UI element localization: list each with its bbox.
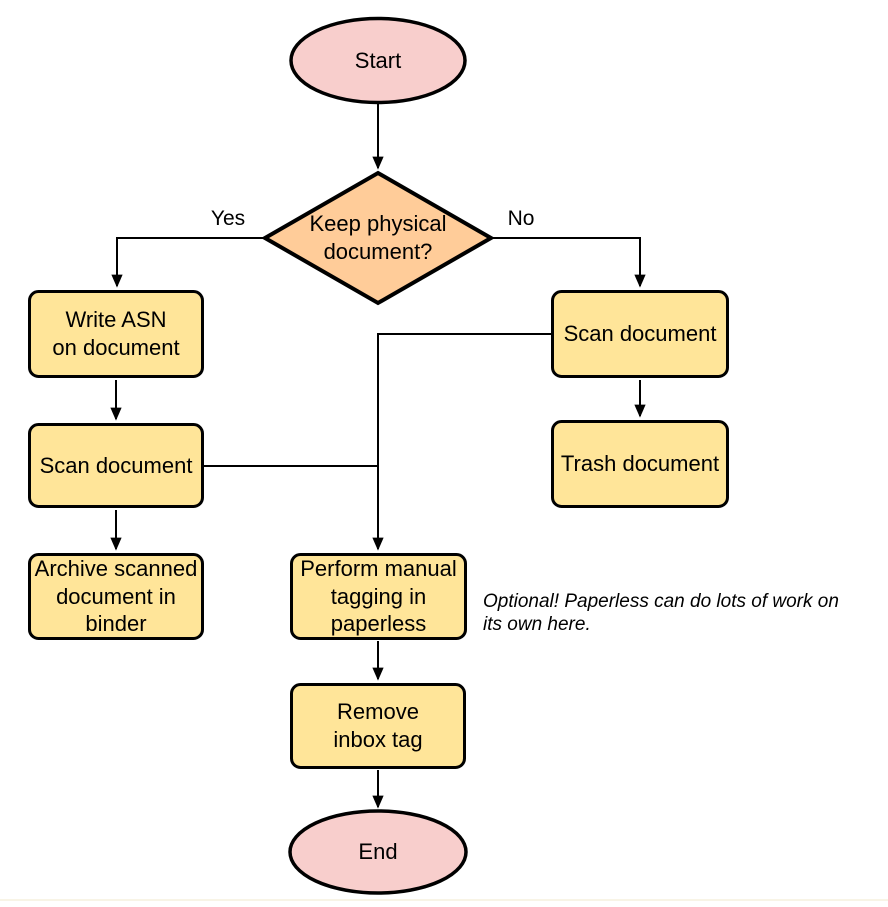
scan-right-box-shape	[551, 290, 729, 378]
trash-box-shape	[551, 420, 729, 508]
tagging-box-shape	[290, 553, 467, 640]
scan-left-box-shape	[28, 423, 204, 508]
start-terminator-shape	[289, 16, 467, 105]
page-bottom-edge	[0, 899, 888, 901]
remove-inbox-box-shape	[290, 683, 466, 769]
edge-decision-yes-to-write-asn	[111, 237, 264, 288]
edge-scan-right-to-tagging	[372, 333, 551, 551]
write-asn-box-shape	[28, 290, 204, 378]
archive-box-shape	[28, 553, 204, 640]
end-terminator-shape	[288, 809, 468, 895]
edge-decision-no-to-scan-right	[492, 237, 646, 288]
decision-diamond-shape	[260, 170, 496, 306]
